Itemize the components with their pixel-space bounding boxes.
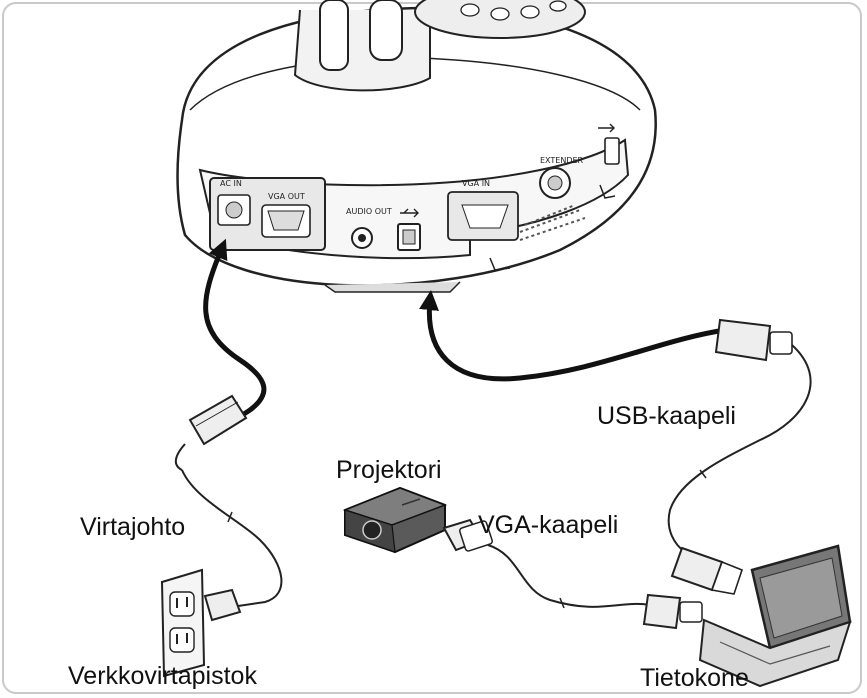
label-usb-cable: USB-kaapeli <box>597 402 736 430</box>
wall-outlet-icon <box>160 568 242 678</box>
usb-icon <box>400 123 615 218</box>
label-computer: Tietokone <box>640 664 749 692</box>
power-cord-cable <box>203 238 267 426</box>
vga-cable <box>442 518 703 630</box>
label-power-cord: Virtajohto <box>80 513 186 541</box>
label-power-outlet: Verkkovirtapistok <box>68 662 257 690</box>
port-label-vga-in: VGA IN <box>462 179 490 188</box>
label-vga-cable: VGA-kaapeli <box>478 511 619 539</box>
usb-a-connector <box>670 546 743 595</box>
port-label-audio-out: AUDIO OUT <box>346 207 392 216</box>
usb-cable-thin <box>667 344 812 553</box>
projector-icon <box>342 486 448 554</box>
label-projector: Projektori <box>336 456 442 484</box>
port-label-vga-out: VGA OUT <box>268 192 305 201</box>
usb-b-connector <box>714 318 793 362</box>
power-plug-icon <box>174 394 248 471</box>
document-camera <box>176 0 657 293</box>
power-cord-thin <box>181 469 283 607</box>
usb-cable-thick <box>419 290 726 382</box>
laptop-icon <box>698 544 852 688</box>
port-label-extender: EXTENDER <box>540 156 584 165</box>
port-label-ac-in: AC IN <box>220 179 242 188</box>
